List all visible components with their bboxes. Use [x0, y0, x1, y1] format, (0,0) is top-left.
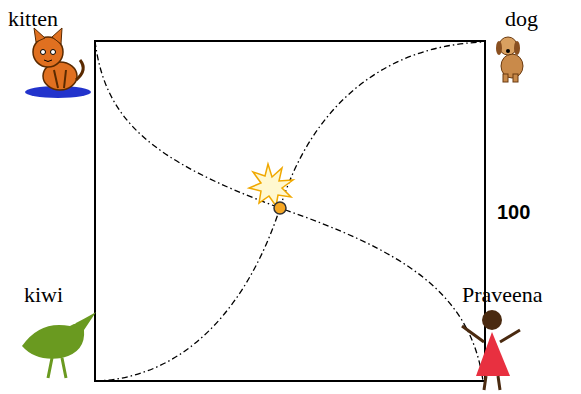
meeting-point — [274, 202, 286, 214]
pursuit-curve — [95, 42, 485, 381]
kitten-icon — [25, 28, 91, 98]
dimension-label: 100 — [497, 202, 530, 222]
square-outline — [95, 41, 485, 381]
girl-icon — [462, 310, 520, 390]
animal-label: kiwi — [24, 284, 63, 306]
dog-icon — [496, 37, 523, 82]
kiwi-icon — [22, 312, 96, 378]
animal-label: kitten — [8, 8, 58, 30]
pursuit-curve — [95, 41, 483, 381]
collision-burst — [249, 164, 293, 206]
animal-label: dog — [505, 8, 538, 30]
person-label: Praveena — [462, 284, 543, 306]
